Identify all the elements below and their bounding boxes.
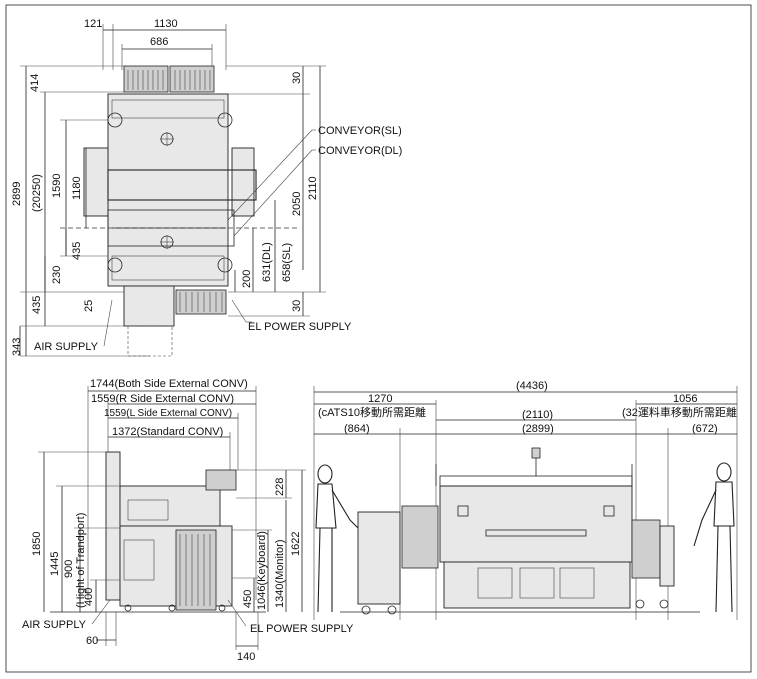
callout-el-power-top: EL POWER SUPPLY: [248, 321, 352, 333]
front-right-note: (32運料車移動所需距離: [622, 405, 737, 419]
dim-200: 200: [241, 270, 253, 288]
dim-631-dl: 631(DL): [261, 242, 273, 282]
cart-right: [659, 525, 675, 587]
cart-left: [357, 511, 401, 605]
dim-230: 230: [51, 266, 63, 284]
callout-el-power-side: EL POWER SUPPLY: [250, 623, 354, 635]
side-left-column: [105, 451, 121, 601]
front-center-2110: (2110): [522, 409, 553, 421]
dim-435-a: 435: [71, 242, 83, 260]
height-1622: 1622: [290, 532, 302, 556]
width-1559-r: 1559(R Side External CONV): [91, 393, 234, 405]
front-dim-672: (672): [692, 423, 718, 435]
dim-414: 414: [29, 74, 41, 92]
dim-1590: 1590: [51, 174, 63, 198]
dim-25: 25: [83, 300, 95, 312]
width-1559-l: 1559(L Side External CONV): [104, 408, 232, 419]
loader-unit: [401, 505, 439, 569]
feeder-side: [175, 529, 217, 611]
dim-435-b: 435: [31, 296, 43, 314]
callout-air-supply-top: AIR SUPPLY: [34, 341, 99, 353]
front-left-clear-1270: 1270: [368, 393, 392, 405]
front-total-4436: (4436): [516, 380, 548, 392]
drawing-border: [5, 4, 752, 673]
dim-2050: 2050: [291, 192, 303, 216]
height-transport-label: (Hight of Trandport): [75, 513, 87, 608]
machine-body-top: [107, 93, 229, 287]
machine-upper-front: [439, 485, 633, 563]
callout-air-supply-side: AIR SUPPLY: [22, 619, 87, 631]
feeder-bank-right: [169, 65, 215, 93]
top-view: 121 1130 686: [11, 18, 402, 357]
dim-658-sl: 658(SL): [281, 243, 293, 282]
dim-30-bottom: 30: [291, 300, 303, 312]
dim-686: 686: [150, 36, 168, 48]
operator-figure-right: [693, 462, 735, 613]
side-view: 1744(Both Side External CONV) 1559(R Sid…: [22, 378, 354, 663]
height-1340-monitor: 1340(Monitor): [274, 540, 286, 608]
dim-2899: 2899: [11, 182, 23, 206]
callout-conveyor-dl: CONVEYOR(DL): [318, 145, 402, 157]
feeder-cart-right: [631, 519, 661, 579]
side-conveyor-right: [231, 147, 255, 217]
side-upper-body: [119, 485, 221, 527]
front-dim-864: (864): [344, 423, 370, 435]
dim-20250: (20250): [31, 174, 43, 212]
feeder-bottom: [175, 289, 227, 315]
top-left-dims: 414 2899 (20250) 1590 1180 435 230 435 2…: [11, 74, 95, 356]
front-view: (4436) 1270 1056 (cATS10移動所需距離 (32運料車移動所…: [313, 380, 738, 620]
dim-1180: 1180: [71, 176, 83, 200]
front-left-note: (cATS10移動所需距離: [318, 405, 426, 419]
dim-121: 121: [84, 18, 102, 30]
height-450: 450: [242, 590, 254, 608]
side-conveyor-left: [83, 147, 109, 217]
dim-1130: 1130: [154, 18, 178, 30]
dim-2110: 2110: [307, 176, 319, 200]
callout-conveyor-sl: CONVEYOR(SL): [318, 125, 402, 137]
conveyor-sl: [107, 169, 257, 201]
height-1046-keyboard: 1046(Keyboard): [256, 531, 268, 610]
front-right-clear-1056: 1056: [673, 393, 697, 405]
height-400: 400: [83, 588, 95, 606]
cart-top-view: [123, 285, 175, 327]
dim-30-top: 30: [291, 72, 303, 84]
height-900: 900: [63, 560, 75, 578]
front-dim-2899: (2899): [522, 423, 554, 435]
height-228: 228: [274, 478, 286, 496]
width-1372: 1372(Standard CONV): [112, 426, 223, 438]
height-1445: 1445: [49, 552, 61, 576]
dim-140: 140: [237, 651, 255, 663]
width-1744: 1744(Both Side External CONV): [90, 378, 248, 390]
height-1850: 1850: [31, 532, 43, 556]
dim-343: 343: [11, 338, 23, 356]
monitor-side: [205, 469, 237, 491]
feeder-bank-left: [123, 65, 169, 93]
operator-figure-left: [315, 464, 361, 613]
machine-lower-front: [443, 561, 631, 609]
dim-60: 60: [86, 635, 98, 647]
